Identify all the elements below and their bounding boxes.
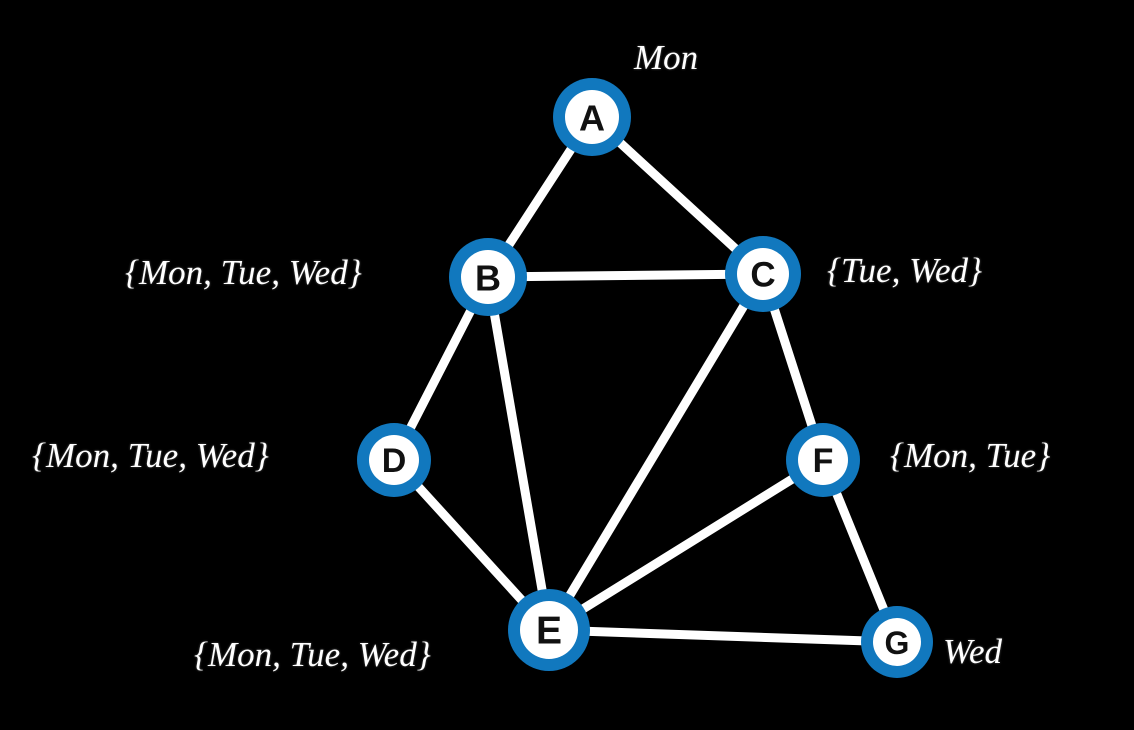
node-g[interactable]: G [861,606,933,678]
domain-label-a: Mon [634,38,699,77]
edges-layer [389,112,902,647]
node-a-inner [565,90,619,144]
node-c-letter: C [750,256,775,295]
domain-label-g: Wed [943,632,1002,671]
domain-label-b: {Mon, Tue, Wed} [125,253,362,292]
node-g-letter: G [885,625,910,661]
edge-c-e [544,269,768,635]
domain-label-d: {Mon, Tue, Wed} [32,436,269,475]
node-e[interactable]: E [508,589,590,671]
node-b[interactable]: B [449,238,527,316]
node-e-inner [520,601,578,659]
node-b-inner [461,250,515,304]
node-a-letter: A [579,98,605,139]
node-f-inner [798,435,848,485]
edge-e-f [544,455,828,635]
edge-b-e [483,272,554,635]
node-d[interactable]: D [357,423,431,497]
node-g-inner [873,618,921,666]
domain-label-f: {Mon, Tue} [890,436,1051,475]
edge-b-c [483,269,768,282]
domain-label-e: {Mon, Tue, Wed} [194,635,431,674]
node-b-letter: B [475,258,501,299]
node-f-letter: F [813,442,834,480]
node-d-letter: D [382,442,407,480]
edge-e-g [544,625,902,647]
domain-label-c: {Tue, Wed} [827,251,983,290]
node-d-inner [369,435,419,485]
node-c[interactable]: C [725,236,801,312]
nodes-layer: A B C D E F G [357,78,933,678]
node-f[interactable]: F [786,423,860,497]
node-a[interactable]: A [553,78,631,156]
node-c-inner [737,248,789,300]
node-e-letter: E [536,610,562,653]
